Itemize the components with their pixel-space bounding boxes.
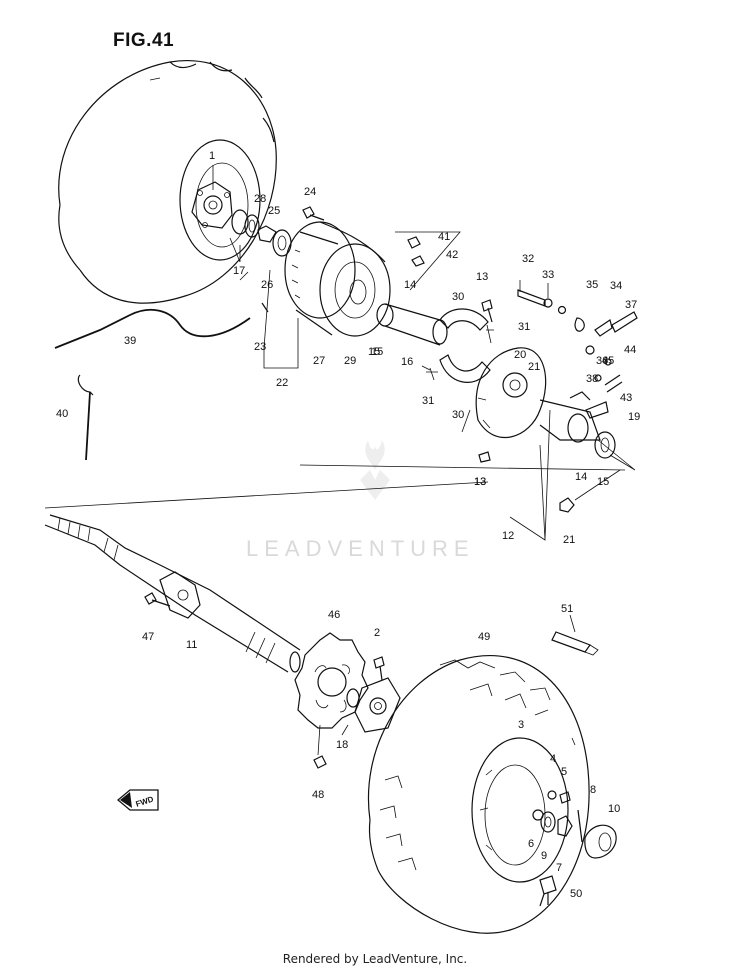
lower-hub	[313, 656, 401, 769]
figure-title: FIG.41	[113, 30, 175, 51]
callout-8: 8	[590, 784, 596, 796]
callout-17: 17	[233, 265, 245, 277]
callout-44: 44	[624, 344, 636, 356]
callout-13: 13	[476, 271, 488, 283]
callout-16: 16	[401, 356, 413, 368]
callout-38: 38	[586, 373, 598, 385]
callout-15: 15	[368, 346, 380, 358]
wheel-nuts-and-cap	[532, 790, 617, 859]
callout-14: 14	[404, 279, 416, 291]
callout-6: 6	[528, 838, 534, 850]
callout-15-repeat: 15	[597, 476, 609, 488]
rear-axle	[44, 514, 301, 673]
callout-18: 18	[336, 739, 348, 751]
brake-panel	[475, 347, 616, 459]
bolt-47	[144, 592, 171, 607]
callout-10: 10	[608, 803, 620, 815]
callout-1: 1	[209, 150, 215, 162]
upper-hub	[191, 181, 233, 229]
callout-47: 47	[142, 631, 154, 643]
callout-28: 28	[254, 193, 266, 205]
upper-bearings	[231, 209, 292, 257]
panel-bolts	[478, 299, 575, 513]
callout-41: 41	[438, 231, 450, 243]
brake-rod	[54, 302, 269, 349]
leader-lines	[44, 165, 636, 541]
cam-lever-parts	[517, 289, 638, 419]
callout-49: 49	[478, 631, 490, 643]
callout-48: 48	[312, 789, 324, 801]
pin-51	[551, 614, 599, 656]
fwd-label: FWD	[135, 795, 155, 809]
callout-36: 36	[596, 355, 608, 367]
callout-26: 26	[261, 279, 273, 291]
brake-drum	[284, 221, 391, 337]
axle-sleeve	[376, 303, 448, 346]
callout-43: 43	[620, 392, 632, 404]
callout-37: 37	[625, 299, 637, 311]
lower-tire	[367, 655, 590, 934]
small-parts-top	[302, 206, 425, 267]
watermark-logo	[360, 440, 390, 500]
valve-stem	[539, 875, 557, 907]
callout-20: 20	[514, 349, 526, 361]
callout-3: 3	[518, 719, 524, 731]
callout-2: 2	[374, 627, 380, 639]
callout-51: 51	[561, 603, 573, 615]
callout-5: 5	[561, 766, 567, 778]
callout-21: 21	[528, 361, 540, 373]
callout-45: 45	[602, 355, 614, 367]
callout-14-repeat: 14	[575, 471, 587, 483]
callout-31-repeat: 31	[422, 395, 434, 407]
callout-23: 23	[254, 341, 266, 353]
callout-39: 39	[124, 335, 136, 347]
callout-30-repeat: 30	[452, 409, 464, 421]
watermark-text: LEADVENTURE	[246, 536, 475, 561]
callout-31: 31	[518, 321, 530, 333]
callout-7: 7	[556, 862, 562, 874]
callout-50: 50	[570, 888, 582, 900]
callout-35: 35	[586, 279, 598, 291]
callout-21-repeat: 21	[563, 534, 575, 546]
rear-sprocket	[294, 632, 369, 729]
callout-22: 22	[276, 377, 288, 389]
callout-29: 29	[344, 355, 356, 367]
callout-19: 19	[628, 411, 640, 423]
callout-11: 11	[186, 639, 197, 651]
callout-33: 33	[542, 269, 554, 281]
callout-42: 42	[446, 249, 458, 261]
lever-hook	[77, 374, 94, 461]
callout-46: 46	[328, 609, 340, 621]
callout-24: 24	[304, 186, 316, 198]
callout-15-repeat: 15	[371, 346, 383, 358]
callout-32: 32	[522, 253, 534, 265]
callout-4: 4	[550, 753, 556, 765]
footer-credit: Rendered by LeadVenture, Inc.	[282, 952, 468, 966]
callout-30: 30	[452, 291, 464, 303]
callout-27: 27	[313, 355, 325, 367]
callout-13-repeat: 13	[474, 476, 486, 488]
callout-25: 25	[268, 205, 280, 217]
callout-9: 9	[541, 850, 547, 862]
brake-shoes	[426, 308, 494, 383]
upper-tire	[58, 60, 277, 304]
callout-40: 40	[56, 408, 68, 420]
callout-12: 12	[502, 530, 514, 542]
fwd-direction-arrow: FWD	[116, 789, 159, 811]
callout-13-repeat: 13	[474, 476, 486, 488]
callout-34: 34	[610, 280, 622, 292]
